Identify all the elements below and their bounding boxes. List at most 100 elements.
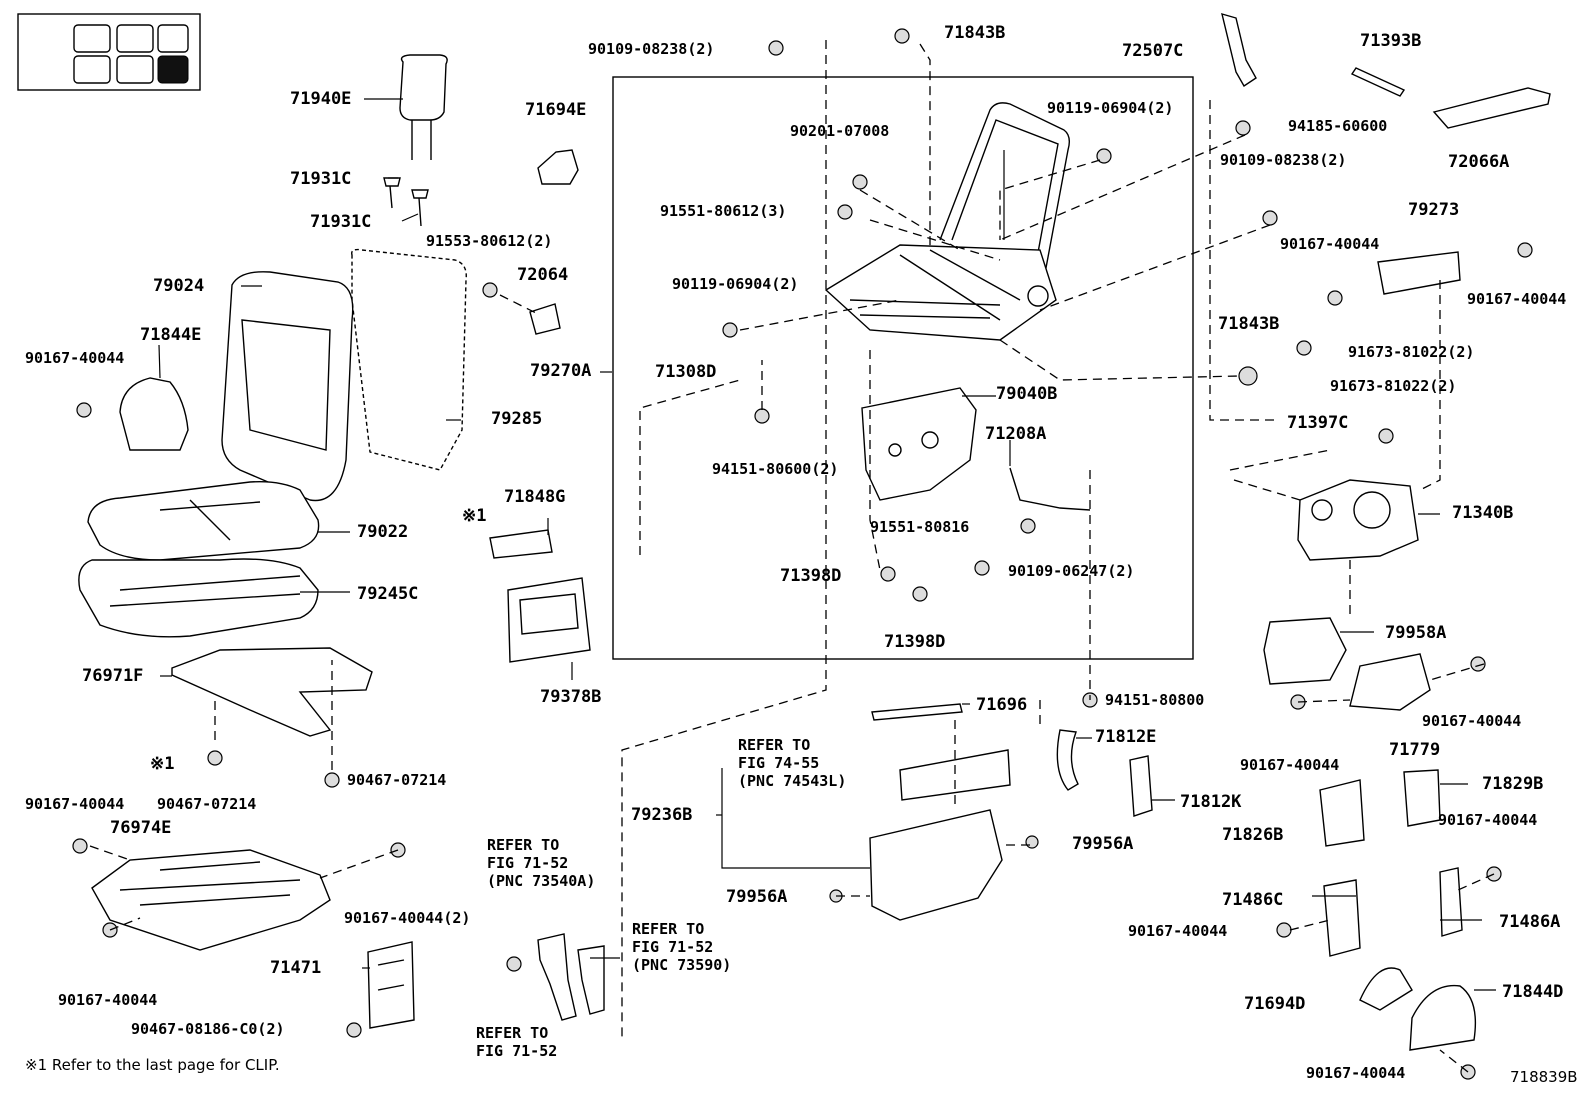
part-label-91551-80612: 91551-80612(3) [660, 202, 787, 220]
refer-line: (PNC 73590) [632, 956, 732, 974]
refer-line: REFER TO [487, 836, 560, 854]
rod-71696 [871, 703, 963, 721]
recliner-71340B [1297, 479, 1419, 561]
part-label-71779: 71779 [1389, 740, 1441, 760]
part-label-94151-80600: 94151-80600(2) [712, 460, 839, 478]
part-label-79270A: 79270A [530, 361, 592, 381]
leader-lines [158, 98, 1496, 991]
cover-79378B [507, 577, 591, 663]
clip-footnote: ※1 Refer to the last page for CLIP. [25, 1056, 280, 1074]
refer-line: FIG 71-52 [632, 938, 714, 956]
seat-layout-legend [17, 13, 201, 91]
bracket-71471 [367, 941, 415, 1029]
part-label-71844E: 71844E [140, 325, 202, 345]
refer-line: REFER TO [476, 1024, 549, 1042]
cover-79958A [1263, 617, 1347, 685]
part-label-90167-40044: 90167-40044 [1422, 712, 1522, 730]
refer-line: REFER TO [632, 920, 705, 938]
seatbelt-buckle-b [577, 945, 605, 1015]
bracket-71829B [1403, 769, 1441, 827]
frame-79040B [861, 387, 977, 501]
part-label-71843B: 71843B [1218, 314, 1280, 334]
bracket-71694E [537, 149, 579, 185]
part-label-79956A: 79956A [726, 887, 788, 907]
part-label-71931C: 71931C [290, 169, 352, 189]
part-label-71340B: 71340B [1452, 503, 1514, 523]
part-label-91673-81022: 91673-81022(2) [1330, 377, 1457, 395]
part-label-90467-08186-C0: 90467-08186-C0(2) [131, 1020, 285, 1038]
part-label-79958A: 79958A [1385, 623, 1447, 643]
part-label-79273: 79273 [1408, 200, 1460, 220]
refer-line: REFER TO [738, 736, 811, 754]
part-label-76974E: 76974E [110, 818, 172, 838]
refer-to-fig-71-52-b: REFER TO FIG 71-52 (PNC 73590) [632, 922, 731, 973]
part-label-90167-40044: 90167-40044(2) [344, 909, 471, 927]
refer-to-fig-74-55: REFER TO FIG 74-55 (PNC 74543L) [738, 738, 846, 789]
handle-71848G [489, 529, 553, 559]
part-label-91553-80612: 91553-80612(2) [426, 232, 553, 250]
part-label-71398D: 71398D [780, 566, 842, 586]
bracket-71826B [1319, 779, 1365, 847]
part-label-72507C: 72507C [1122, 41, 1184, 61]
part-label-71829B: 71829B [1482, 774, 1544, 794]
cover-79273 [1377, 251, 1461, 295]
part-label-91551-80816: 91551-80816 [870, 518, 970, 536]
seat-frame-group-box [612, 76, 1194, 660]
cover-71812E [1056, 729, 1079, 791]
part-label-90167-40044: 90167-40044 [25, 349, 125, 367]
part-label-71848G: 71848G [504, 487, 566, 507]
part-label-94151-80800: 94151-80800 [1105, 691, 1205, 709]
reference-dashed-lines [89, 40, 1495, 1073]
rod-71393B [1350, 67, 1406, 97]
part-label-90167-40044: 90167-40044 [1280, 235, 1380, 253]
part-label-71694D: 71694D [1244, 994, 1306, 1014]
part-label-90467-07214: 90467-07214 [347, 771, 447, 789]
cover-71844D [1409, 984, 1477, 1051]
part-label-90109-08238: 90109-08238(2) [1220, 151, 1347, 169]
seat-lower-tray [91, 849, 331, 951]
part-label-94185-60600: 94185-60600 [1288, 117, 1388, 135]
part-label-71694E: 71694E [525, 100, 587, 120]
part-label-79378B: 79378B [540, 687, 602, 707]
clip-mark: ※1 [150, 754, 175, 774]
part-label-91673-81022: 91673-81022(2) [1348, 343, 1475, 361]
part-label-71826B: 71826B [1222, 825, 1284, 845]
part-label-90201-07008: 90201-07008 [790, 122, 890, 140]
part-label-90167-40044: 90167-40044 [58, 991, 158, 1009]
refer-line: FIG 71-52 [476, 1042, 558, 1060]
part-label-79956A: 79956A [1072, 834, 1134, 854]
part-label-71940E: 71940E [290, 89, 352, 109]
part-label-79040B: 79040B [996, 384, 1058, 404]
bracket-72064 [529, 303, 561, 335]
part-label-79022: 79022 [357, 522, 409, 542]
part-label-79285: 79285 [491, 409, 543, 429]
part-label-71208A: 71208A [985, 424, 1047, 444]
part-label-72064: 72064 [517, 265, 569, 285]
part-label-71393B: 71393B [1360, 31, 1422, 51]
cover-71812K [1129, 755, 1153, 817]
part-label-72066A: 72066A [1448, 152, 1510, 172]
part-label-71398D: 71398D [884, 632, 946, 652]
part-label-79236B: 79236B [631, 805, 693, 825]
refer-to-fig-71-52-a: REFER TO FIG 71-52 (PNC 73540A) [487, 838, 595, 889]
refer-line: FIG 71-52 [487, 854, 569, 872]
part-label-79024: 79024 [153, 276, 205, 296]
seat-frame-79270A [824, 102, 1071, 341]
part-label-71843B: 71843B [944, 23, 1006, 43]
part-label-71471: 71471 [270, 958, 322, 978]
bar-72066A [1432, 87, 1551, 129]
cover-71779 [1349, 653, 1431, 711]
part-label-90167-40044: 90167-40044 [25, 795, 125, 813]
part-label-79245C: 79245C [357, 584, 419, 604]
part-label-71844D: 71844D [1502, 982, 1564, 1002]
figure-number: 718839B [1510, 1068, 1578, 1086]
shield-79236B [869, 809, 1003, 921]
part-label-71812E: 71812E [1095, 727, 1157, 747]
refer-to-fig-71-52-c: REFER TO FIG 71-52 [476, 1026, 557, 1059]
part-label-90109-08238: 90109-08238(2) [588, 40, 715, 58]
part-label-90167-40044: 90167-40044 [1240, 756, 1340, 774]
mat-76971F [171, 647, 373, 737]
part-label-90109-06247: 90109-06247(2) [1008, 562, 1135, 580]
